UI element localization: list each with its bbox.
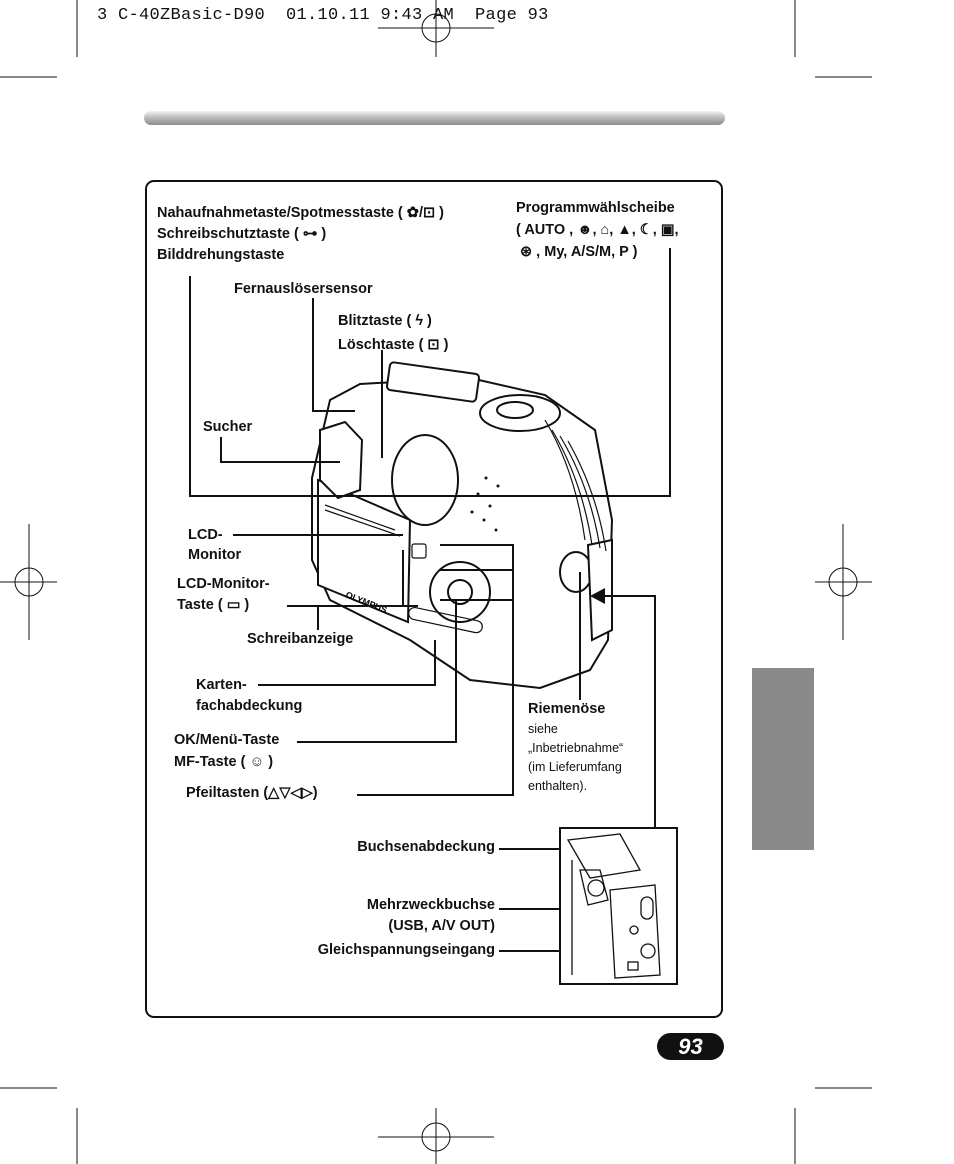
diagram-frame <box>145 180 723 1018</box>
label-programm-modes-line1: ( AUTO , ☻, ⌂, ▲, ☾, ▣, <box>516 222 679 238</box>
print-header: 3 C-40ZBasic-D90 01.10.11 9:43 AM Page 9… <box>97 6 549 25</box>
label-lcd-monitor-taste-line2: Taste ( ▭ ) <box>177 597 250 613</box>
label-fernausloesersensor: Fernauslösersensor <box>234 281 373 297</box>
label-schreibschutztaste: Schreibschutztaste ( ⊶ ) <box>157 226 327 242</box>
label-blitztaste: Blitztaste ( ϟ ) <box>338 313 432 329</box>
label-pfeiltasten: Pfeiltasten (△▽◁▷) <box>186 785 318 801</box>
label-kartenfach-line2: fachabdeckung <box>196 698 303 714</box>
label-bilddrehungstaste: Bilddrehungstaste <box>157 247 285 263</box>
page-number: 93 <box>657 1033 724 1060</box>
riemenoese-note-line3: (im Lieferumfang <box>528 760 622 774</box>
section-title-bar <box>144 111 725 125</box>
riemenoese-note-line1: siehe <box>528 722 558 736</box>
label-sucher: Sucher <box>203 419 253 435</box>
label-kartenfach-line1: Karten- <box>196 677 247 693</box>
label-mehrzweckbuchse-line2: (USB, A/V OUT) <box>388 918 495 934</box>
label-gleichspannungseingang: Gleichspannungseingang <box>317 942 495 958</box>
label-nahaufnahmetaste: Nahaufnahmetaste/Spotmesstaste ( ✿/⊡ ) <box>157 205 444 221</box>
label-schreibanzeige: Schreibanzeige <box>247 631 354 647</box>
label-riemenoese: Riemenöse <box>528 701 606 717</box>
label-lcd-monitor-line1: LCD- <box>188 527 223 543</box>
label-lcd-monitor-line2: Monitor <box>188 547 242 563</box>
label-programm-modes-line2: ⊛ , My, A/S/M, P ) <box>520 244 638 260</box>
riemenoese-note-line4: enthalten). <box>528 779 588 793</box>
label-loeschtaste: Löschtaste ( ⊡ ) <box>338 337 449 353</box>
label-programmwaehlscheibe: Programmwählscheibe <box>516 200 675 216</box>
chapter-side-tab <box>752 668 814 850</box>
label-mehrzweckbuchse-line1: Mehrzweckbuchse <box>366 897 495 913</box>
label-ok-menue-taste: OK/Menü-Taste <box>174 732 280 748</box>
riemenoese-note-line2: „Inbetriebnahme“ <box>528 741 624 755</box>
label-lcd-monitor-taste-line1: LCD-Monitor- <box>177 576 270 592</box>
label-buchsenabdeckung: Buchsenabdeckung <box>357 839 495 855</box>
label-mf-taste: MF-Taste ( ☺ ) <box>174 754 274 770</box>
